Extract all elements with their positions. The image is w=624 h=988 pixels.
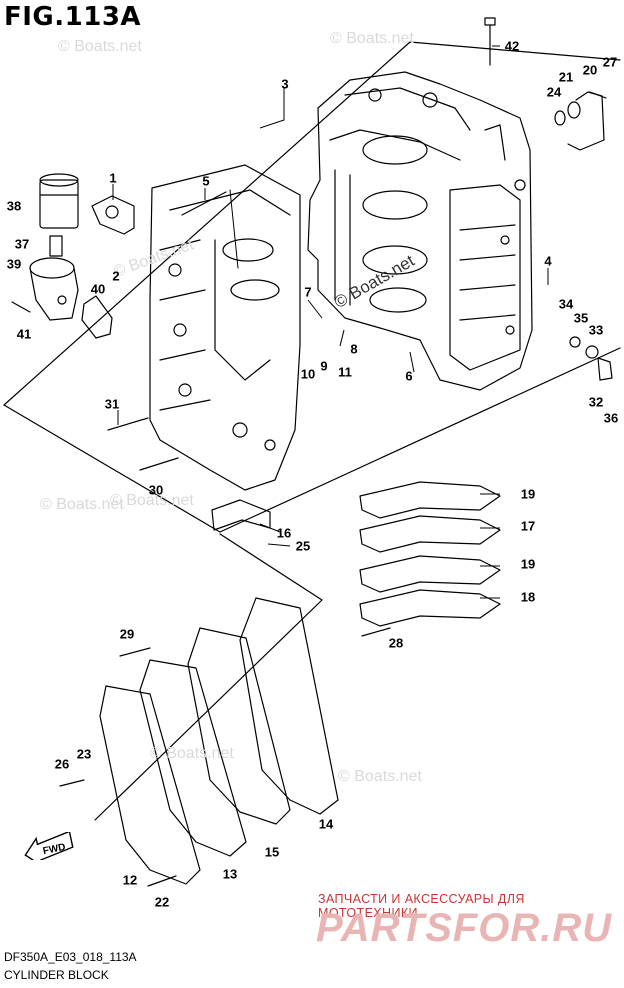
filter-stand-drawing <box>29 257 79 321</box>
callout-27[interactable]: 27 <box>602 54 618 70</box>
callout-19[interactable]: 19 <box>520 486 536 502</box>
callout-13[interactable]: 13 <box>222 866 238 882</box>
callout-18[interactable]: 18 <box>520 589 536 605</box>
fittings-drawing <box>569 336 613 381</box>
diagram-code: DF350A_E03_018_113A <box>4 950 137 964</box>
callout-1[interactable]: 1 <box>109 170 117 186</box>
callout-34[interactable]: 34 <box>558 296 574 312</box>
plates-drawing <box>99 597 339 885</box>
baffle-drawing <box>211 499 271 531</box>
watermark: © Boats.net <box>110 492 194 509</box>
callout-35[interactable]: 35 <box>573 310 589 326</box>
callout-37[interactable]: 37 <box>14 236 30 252</box>
callout-22[interactable]: 22 <box>154 894 170 910</box>
callout-31[interactable]: 31 <box>104 396 120 412</box>
bracket-drawing <box>91 195 135 235</box>
callout-19b[interactable]: 19 <box>520 556 536 572</box>
watermark: © Boats.net <box>58 38 142 55</box>
crankcase-drawing <box>149 164 301 491</box>
watermark: © Boats.net <box>338 768 422 785</box>
block-frame <box>3 41 621 406</box>
callout-36[interactable]: 36 <box>603 410 619 426</box>
callout-23[interactable]: 23 <box>76 746 92 762</box>
union-bolt-drawing <box>49 235 63 257</box>
callout-30[interactable]: 30 <box>148 482 164 498</box>
brand-tagline: ЗАПЧАСТИ И АКСЕССУАРЫ ДЛЯ МОТОТЕХНИКИ <box>318 892 525 920</box>
callout-21[interactable]: 21 <box>558 69 574 85</box>
callout-33[interactable]: 33 <box>588 322 604 338</box>
fwd-label: FWD <box>42 842 67 857</box>
callout-12[interactable]: 12 <box>122 872 138 888</box>
oil-filter-drawing <box>39 173 79 229</box>
callout-42[interactable]: 42 <box>504 38 520 54</box>
callout-15[interactable]: 15 <box>264 844 280 860</box>
callout-3[interactable]: 3 <box>281 76 289 92</box>
gasket-drawing <box>81 295 113 339</box>
gasket-stack-drawing <box>359 481 501 627</box>
block-frame-bottom <box>3 347 621 533</box>
bolts-drawing <box>11 17 607 887</box>
callout-24[interactable]: 24 <box>546 84 562 100</box>
callout-11[interactable]: 11 <box>338 364 352 380</box>
water-tube-drawing <box>554 91 605 151</box>
callout-26[interactable]: 26 <box>54 756 70 772</box>
fwd-arrow-icon: FWD <box>24 832 74 860</box>
watermark: © Boats.net <box>40 496 124 513</box>
callout-6[interactable]: 6 <box>405 368 413 384</box>
brand-logo[interactable]: PARTSFOR.RU <box>316 906 613 950</box>
callout-17[interactable]: 17 <box>520 518 536 534</box>
callout-25[interactable]: 25 <box>295 538 311 554</box>
figure-title: FIG.113A <box>4 2 142 32</box>
callout-5[interactable]: 5 <box>202 173 210 189</box>
callout-32[interactable]: 32 <box>588 394 604 410</box>
callout-4[interactable]: 4 <box>544 253 552 269</box>
diagram-name: CYLINDER BLOCK <box>4 968 109 982</box>
watermark: © Boats.net <box>150 745 234 762</box>
callout-2[interactable]: 2 <box>112 268 120 284</box>
callout-7[interactable]: 7 <box>304 284 312 300</box>
callout-20[interactable]: 20 <box>582 62 598 78</box>
callout-38[interactable]: 38 <box>6 198 22 214</box>
callout-8[interactable]: 8 <box>350 341 358 357</box>
callout-10[interactable]: 10 <box>300 366 316 382</box>
callout-41[interactable]: 41 <box>16 326 32 342</box>
plate-frame <box>94 533 323 821</box>
callout-40[interactable]: 40 <box>90 281 106 297</box>
callout-14[interactable]: 14 <box>318 816 334 832</box>
callout-39[interactable]: 39 <box>6 256 22 272</box>
cylinder-block-drawing <box>307 71 533 391</box>
callout-9[interactable]: 9 <box>320 358 328 374</box>
callout-28[interactable]: 28 <box>388 635 404 651</box>
watermark: © Boats.net <box>330 30 414 47</box>
callout-29[interactable]: 29 <box>119 626 135 642</box>
callout-16[interactable]: 16 <box>276 525 292 541</box>
